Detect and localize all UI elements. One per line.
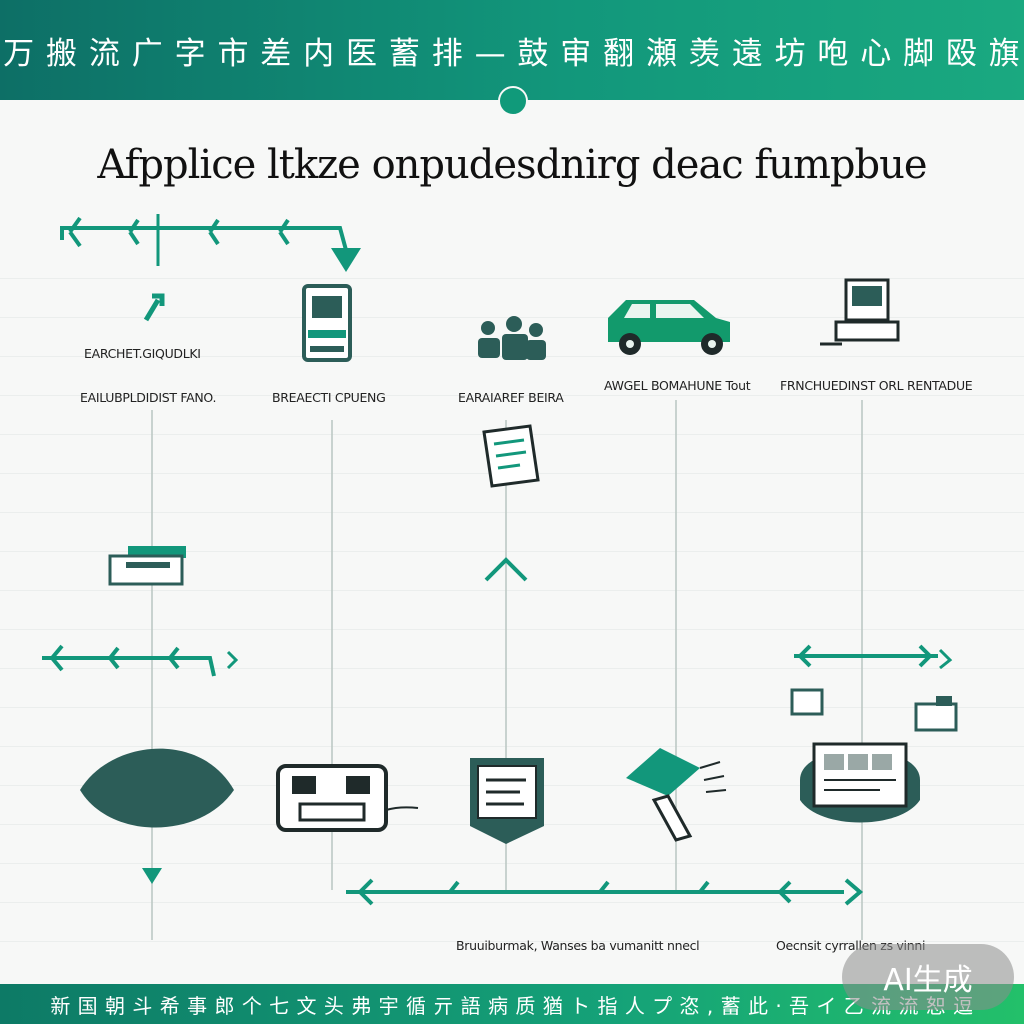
document-shield-icon (470, 758, 544, 844)
machine-icon (820, 278, 900, 346)
top-flow-arrow (60, 214, 361, 272)
label-col3: EARAIAREF BEIRA (458, 390, 564, 405)
ticket-icon (482, 424, 540, 488)
kiosk-icon (302, 284, 352, 362)
label-bottom-left: Bruuiburmak, Wanses ba vumanitt nnecl (456, 938, 700, 953)
chevron-up-icon (484, 557, 528, 582)
ai-generated-badge: AI生成 (842, 944, 1014, 1010)
background-grid (0, 240, 1024, 980)
label-col2: BREAECTI CPUENG (272, 390, 386, 405)
leaf-shape-icon (80, 748, 234, 828)
laptop-shield-icon (800, 742, 920, 823)
up-arrow-icon (143, 293, 165, 322)
diagram-title: Afpplice ltkze onpudesdnirg deac fumpbue (97, 142, 927, 188)
down-arrow-icon (142, 868, 162, 884)
label-col1-top: EARCHET.GIQUDLKI (84, 346, 201, 361)
cassette-icon (276, 764, 419, 832)
badge-text: AI生成 (883, 963, 973, 998)
header-title: 万 搬 流 广 字 市 差 内 医 蓄 排 — 鼓 审 翻 瀬 羡 遠 坊 咆 … (3, 35, 1021, 72)
header-bar: 万 搬 流 广 字 市 差 内 医 蓄 排 — 鼓 审 翻 瀬 羡 遠 坊 咆 … (0, 0, 1024, 100)
label-col4: AWGEL BOMAHUNE Tout (604, 378, 751, 393)
pen-tool-icon (626, 748, 727, 842)
left-flow-arrow (42, 644, 239, 677)
label-col5: FRNCHUEDINST ORL RENTADUE (780, 378, 973, 393)
people-group-icon (478, 316, 546, 360)
bottom-flow-arrow (346, 878, 864, 906)
footer-text: 新 国 朝 斗 希 事 郎 个 七 文 头 弗 宇 循 亓 語 病 质 猶 ト … (50, 993, 974, 1018)
header-dot (498, 86, 528, 116)
label-col1-bottom: EAILUBPLDIDIST FANO. (80, 390, 217, 405)
right-flow-arrow (794, 644, 953, 670)
small-device-icon (790, 688, 958, 732)
car-icon (608, 300, 730, 355)
card-drawer-icon (108, 546, 186, 586)
